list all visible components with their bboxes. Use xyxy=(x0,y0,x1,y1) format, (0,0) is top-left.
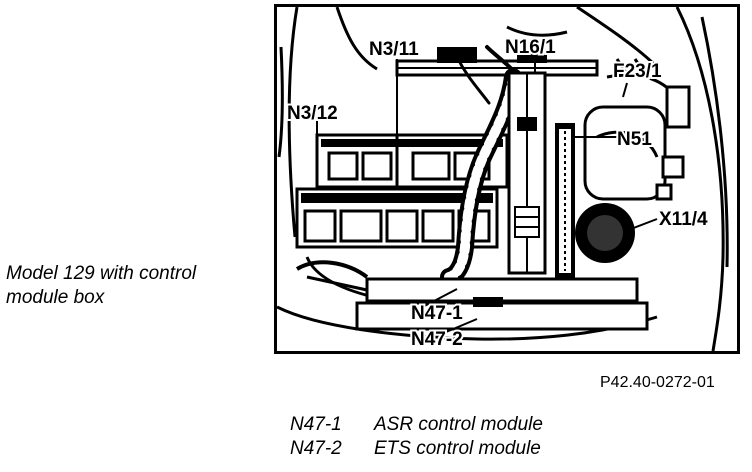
illustration-drawing: N3/11 N16/1 F23/1 N3/12 N51 X11/4 N47-1 … xyxy=(277,7,729,351)
caption-line-1: Model 129 with control xyxy=(6,263,197,284)
legend-code: N47-1 xyxy=(290,414,342,435)
legend-description: ASR control module xyxy=(374,414,543,435)
legend-description: ETS control module xyxy=(374,438,541,459)
label-n47-2: N47-2 xyxy=(411,329,463,350)
module-n16-1 xyxy=(507,71,547,275)
engine-compartment-illustration: N3/11 N16/1 F23/1 N3/12 N51 X11/4 N47-1 … xyxy=(274,4,740,354)
modules-n47 xyxy=(295,260,649,331)
label-n51: N51 xyxy=(617,129,652,150)
label-n16-1: N16/1 xyxy=(505,37,556,58)
module-n51 xyxy=(555,105,667,279)
legend: N47-1 ASR control module N47-2 ETS contr… xyxy=(290,413,543,461)
caption-line-2: module box xyxy=(6,287,105,308)
legend-row: N47-1 ASR control module xyxy=(290,413,543,437)
label-n3-11: N3/11 xyxy=(369,39,419,60)
upper-rail xyxy=(395,47,599,77)
legend-code: N47-2 xyxy=(290,438,342,459)
leader-lines xyxy=(316,59,658,341)
label-n47-1: N47-1 xyxy=(411,303,463,324)
label-f23-1: F23/1 xyxy=(613,61,662,82)
fuse-f23-1 xyxy=(615,58,691,129)
figure-caption: Model 129 with control module box xyxy=(6,262,256,310)
legend-row: N47-2 ETS control module xyxy=(290,437,543,461)
figure-reference-number: P42.40-0272-01 xyxy=(600,374,715,391)
label-n3-12: N3/12 xyxy=(287,103,338,124)
connector-x11-4 xyxy=(575,155,685,263)
label-x11-4: X11/4 xyxy=(659,209,708,230)
